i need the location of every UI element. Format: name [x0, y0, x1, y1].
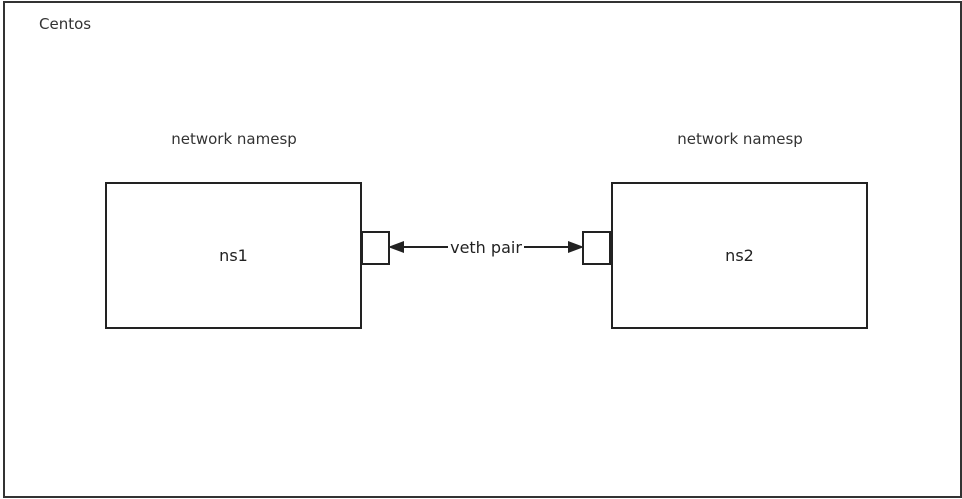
arrow-left-icon — [388, 241, 404, 253]
veth-link-label: veth pair — [448, 238, 524, 258]
veth-end-ns1[interactable] — [361, 231, 390, 265]
host-frame — [3, 1, 962, 498]
ns2-caption: network namesp — [677, 130, 803, 148]
ns2-box[interactable]: ns2 — [611, 182, 868, 329]
ns1-name: ns1 — [219, 246, 248, 265]
ns1-box[interactable]: ns1 — [105, 182, 362, 329]
arrow-right-icon — [568, 241, 584, 253]
host-label: Centos — [39, 15, 92, 33]
ns2-name: ns2 — [725, 246, 754, 265]
veth-end-ns2[interactable] — [582, 231, 611, 265]
ns1-caption: network namesp — [171, 130, 297, 148]
